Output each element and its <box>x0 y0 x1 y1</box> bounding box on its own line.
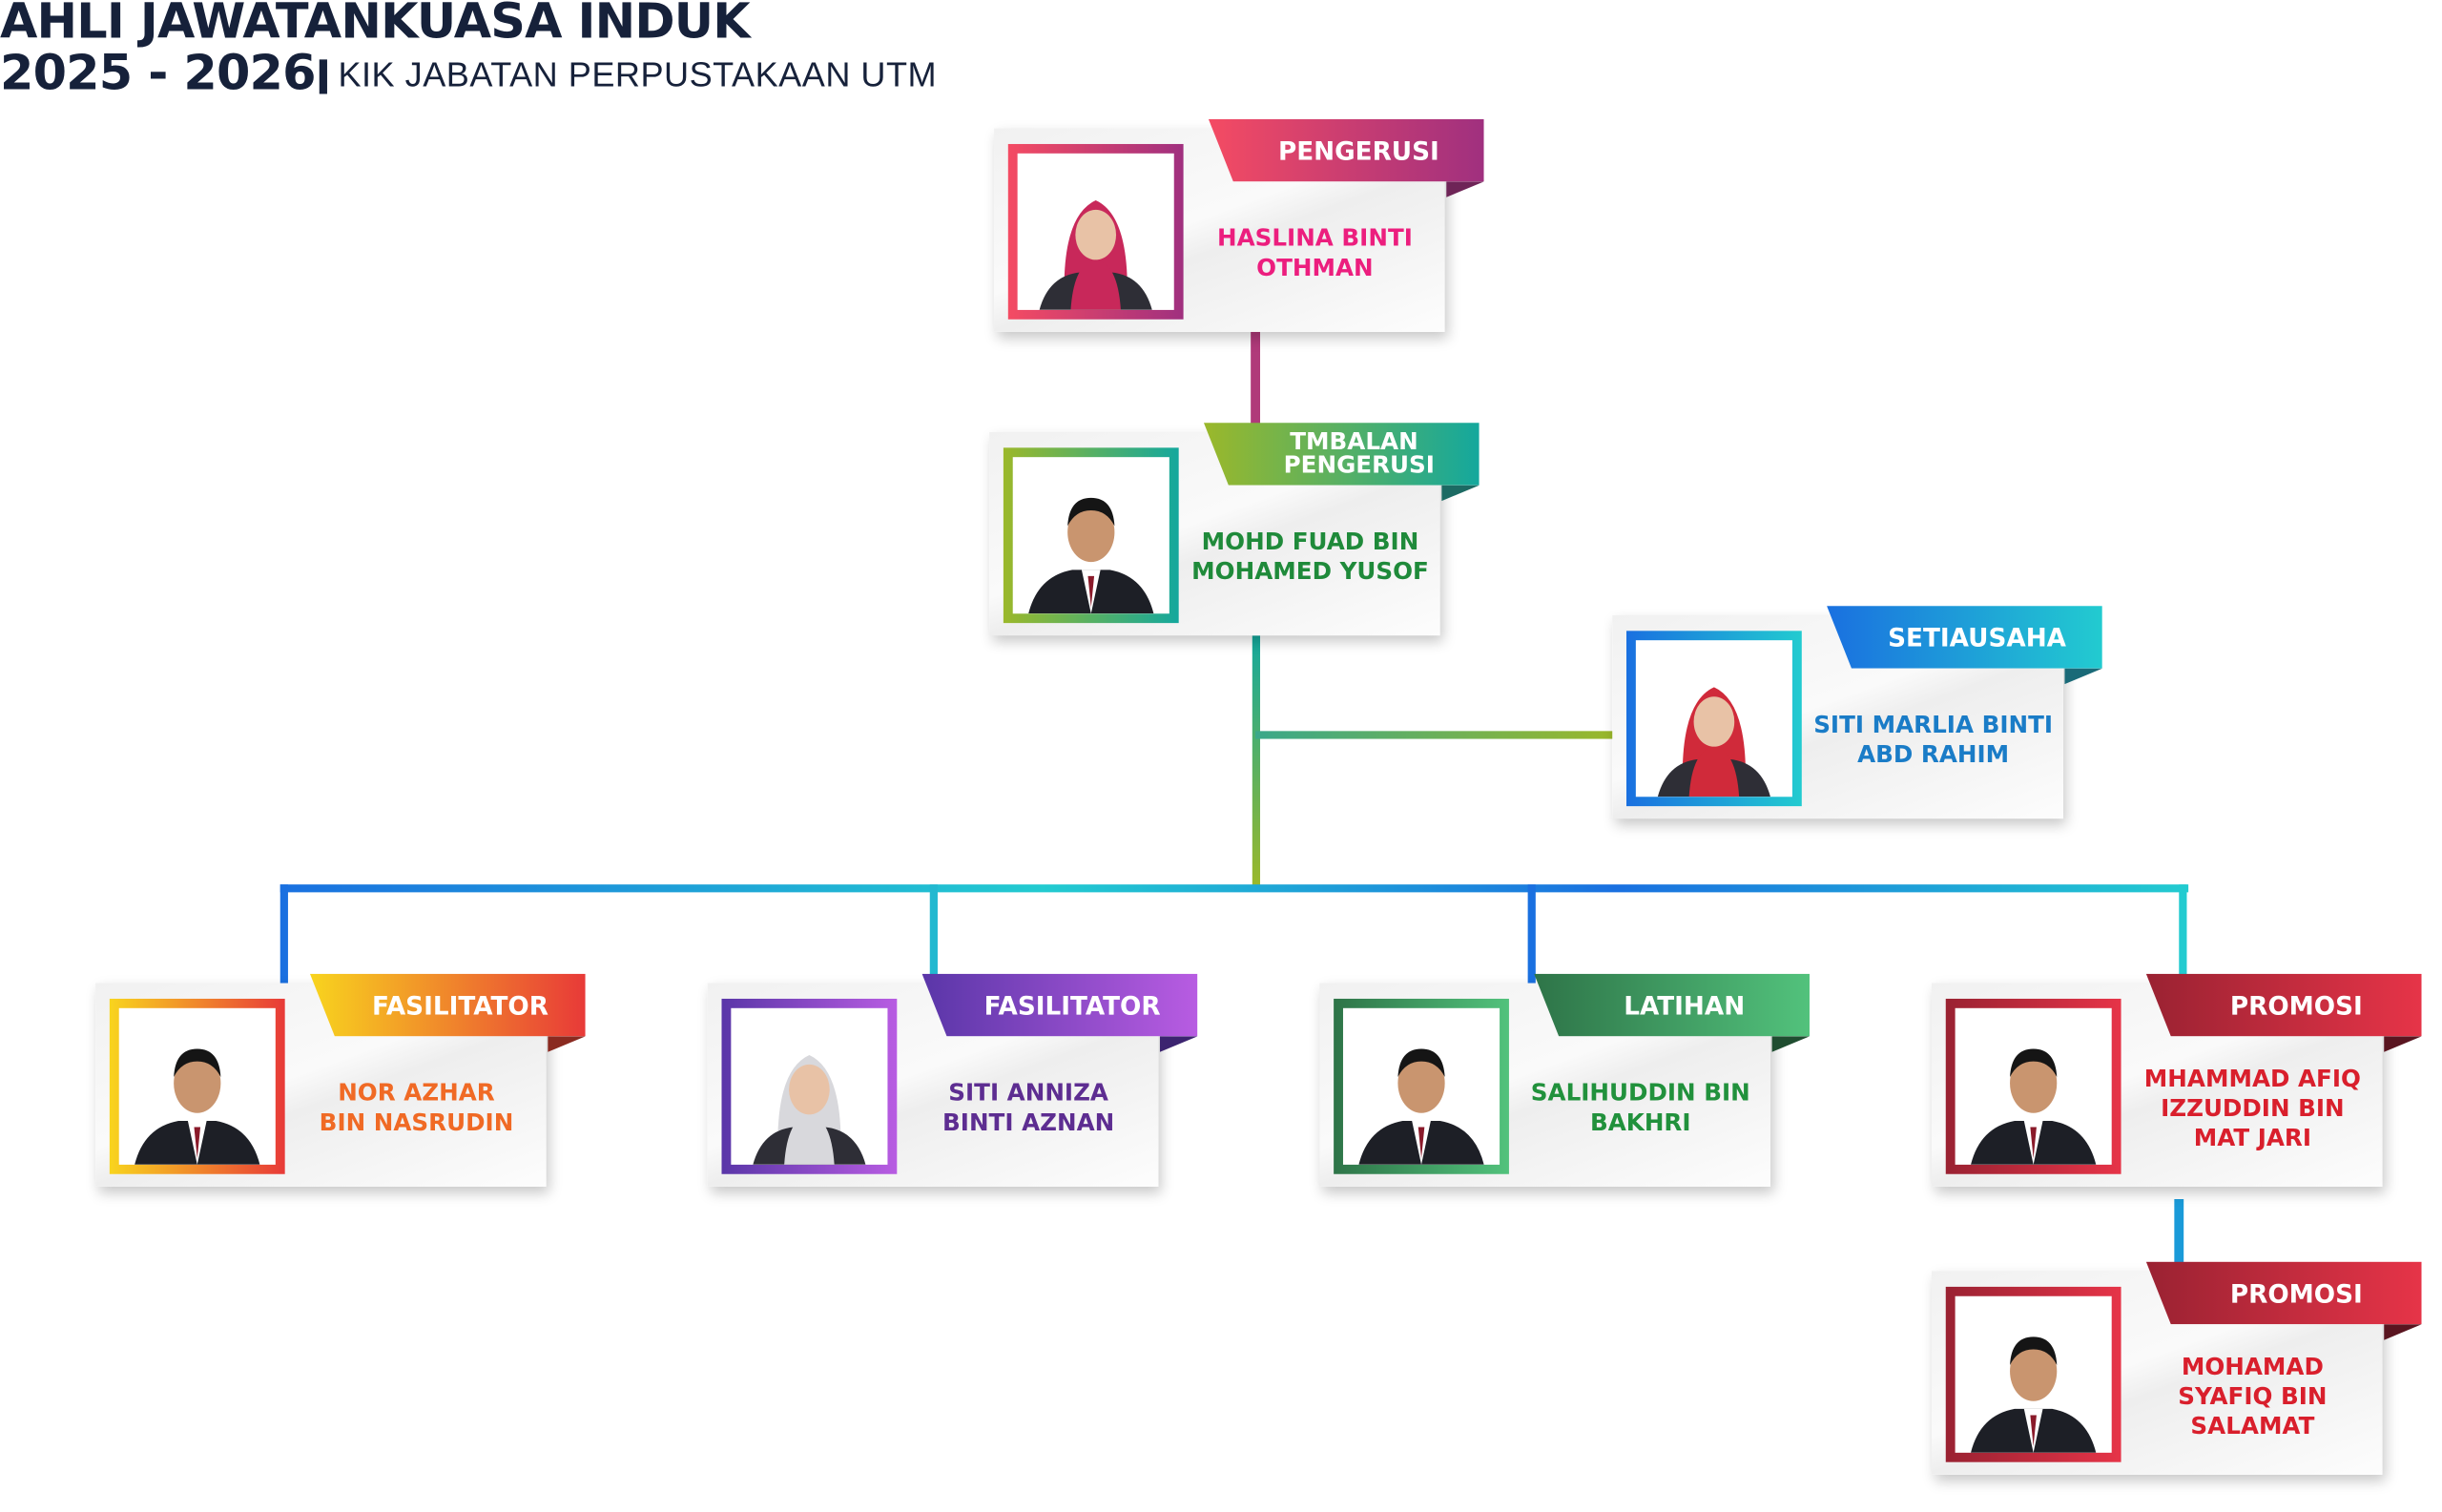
role-banner: PROMOSI <box>2145 1261 2422 1325</box>
chart-title: AHLI JAWATANKUASA INDUK <box>0 0 751 51</box>
member-name-line: MOHAMAD <box>2181 1352 2324 1380</box>
role-label: PENGERUSI <box>1277 135 1439 166</box>
banner-fold <box>2384 1036 2422 1052</box>
person-portrait-icon <box>1039 200 1152 310</box>
connector-line <box>1255 731 1616 739</box>
role-banner: PENGERUSI <box>1208 118 1484 182</box>
role-label: SETIAUSAHA <box>1888 622 2067 652</box>
role-label: PROMOSI <box>2229 989 2363 1021</box>
banner-fold <box>1441 485 1480 502</box>
role-banner: FASILITATOR <box>309 973 586 1037</box>
banner-fold <box>1771 1036 1810 1052</box>
connector-line <box>279 884 288 985</box>
banner-fold <box>548 1036 586 1052</box>
connector-line <box>1527 884 1536 985</box>
member-name-line: MHAMMAD AFIQ <box>2143 1064 2361 1092</box>
connector-line <box>279 884 2189 893</box>
role-label: FASILITATOR <box>371 989 548 1021</box>
member-name-line: SALAMAT <box>2190 1411 2315 1440</box>
banner-fold <box>1446 181 1484 197</box>
member-name-line: HASLINA BINTI <box>1216 223 1413 253</box>
connector-line <box>2179 884 2187 985</box>
person-portrait-icon <box>1028 497 1154 614</box>
member-name-line: SALIHUDDIN BIN <box>1530 1078 1750 1108</box>
member-photo <box>1625 631 1802 807</box>
person-portrait-icon <box>1971 1048 2097 1165</box>
connector-line <box>1252 635 1261 886</box>
banner-fold <box>2384 1324 2422 1340</box>
banner-fold <box>1159 1036 1198 1052</box>
chart-years: 2025 - 2026 <box>0 45 317 102</box>
role-banner: PROMOSI <box>2145 973 2422 1037</box>
member-name-line: MOHD FUAD BIN <box>1201 528 1419 556</box>
member-name-line: SITI MARLIA BINTI <box>1813 711 2054 739</box>
role-label: FASILITATOR <box>983 989 1161 1021</box>
role-label: TMBALAN PENGERUSI <box>1283 426 1435 480</box>
person-portrait-icon <box>1358 1048 1484 1165</box>
member-name-line: BAKHRI <box>1589 1108 1691 1137</box>
connector-line <box>929 884 938 985</box>
member-name-line: SITI ANNIZA <box>948 1078 1108 1108</box>
connector-line <box>1251 331 1261 436</box>
chart-subtitle: KIK JABATAN PERPUSTAKAAN UTM <box>338 54 938 94</box>
member-photo <box>721 998 898 1174</box>
member-photo <box>1334 998 1509 1174</box>
member-name-line: BINTI AZNAN <box>942 1108 1115 1137</box>
role-banner: SETIAUSAHA <box>1827 606 2102 669</box>
role-banner: TMBALAN PENGERUSI <box>1203 423 1480 486</box>
member-name-line: OTHMAN <box>1256 253 1374 282</box>
member-name-line: SYAFIQ BIN <box>2178 1381 2328 1410</box>
title-divider <box>319 59 327 94</box>
role-banner: FASILITATOR <box>921 973 1198 1037</box>
member-name-line: ABD RAHIM <box>1857 740 2010 769</box>
member-photo <box>1945 998 2121 1174</box>
role-label: LATIHAN <box>1624 989 1746 1021</box>
member-photo <box>1007 143 1184 320</box>
member-name-line: MOHAMED YUSOF <box>1191 557 1429 586</box>
member-name-line: BIN NASRUDIN <box>319 1108 514 1137</box>
member-name-line: MAT JARI <box>2193 1123 2312 1151</box>
role-label: PROMOSI <box>2229 1277 2363 1309</box>
banner-fold <box>2064 668 2102 685</box>
member-name-line: NOR AZHAR <box>338 1078 495 1108</box>
member-photo <box>1003 447 1179 624</box>
person-portrait-icon <box>1971 1336 2097 1453</box>
member-photo <box>109 998 285 1174</box>
member-photo <box>1945 1286 2121 1462</box>
person-portrait-icon <box>753 1055 866 1165</box>
role-banner: LATIHAN <box>1534 973 1810 1037</box>
person-portrait-icon <box>135 1048 260 1165</box>
connector-line <box>2174 1199 2184 1274</box>
person-portrait-icon <box>1657 687 1770 797</box>
member-name-line: IZZUDDIN BIN <box>2161 1093 2345 1122</box>
